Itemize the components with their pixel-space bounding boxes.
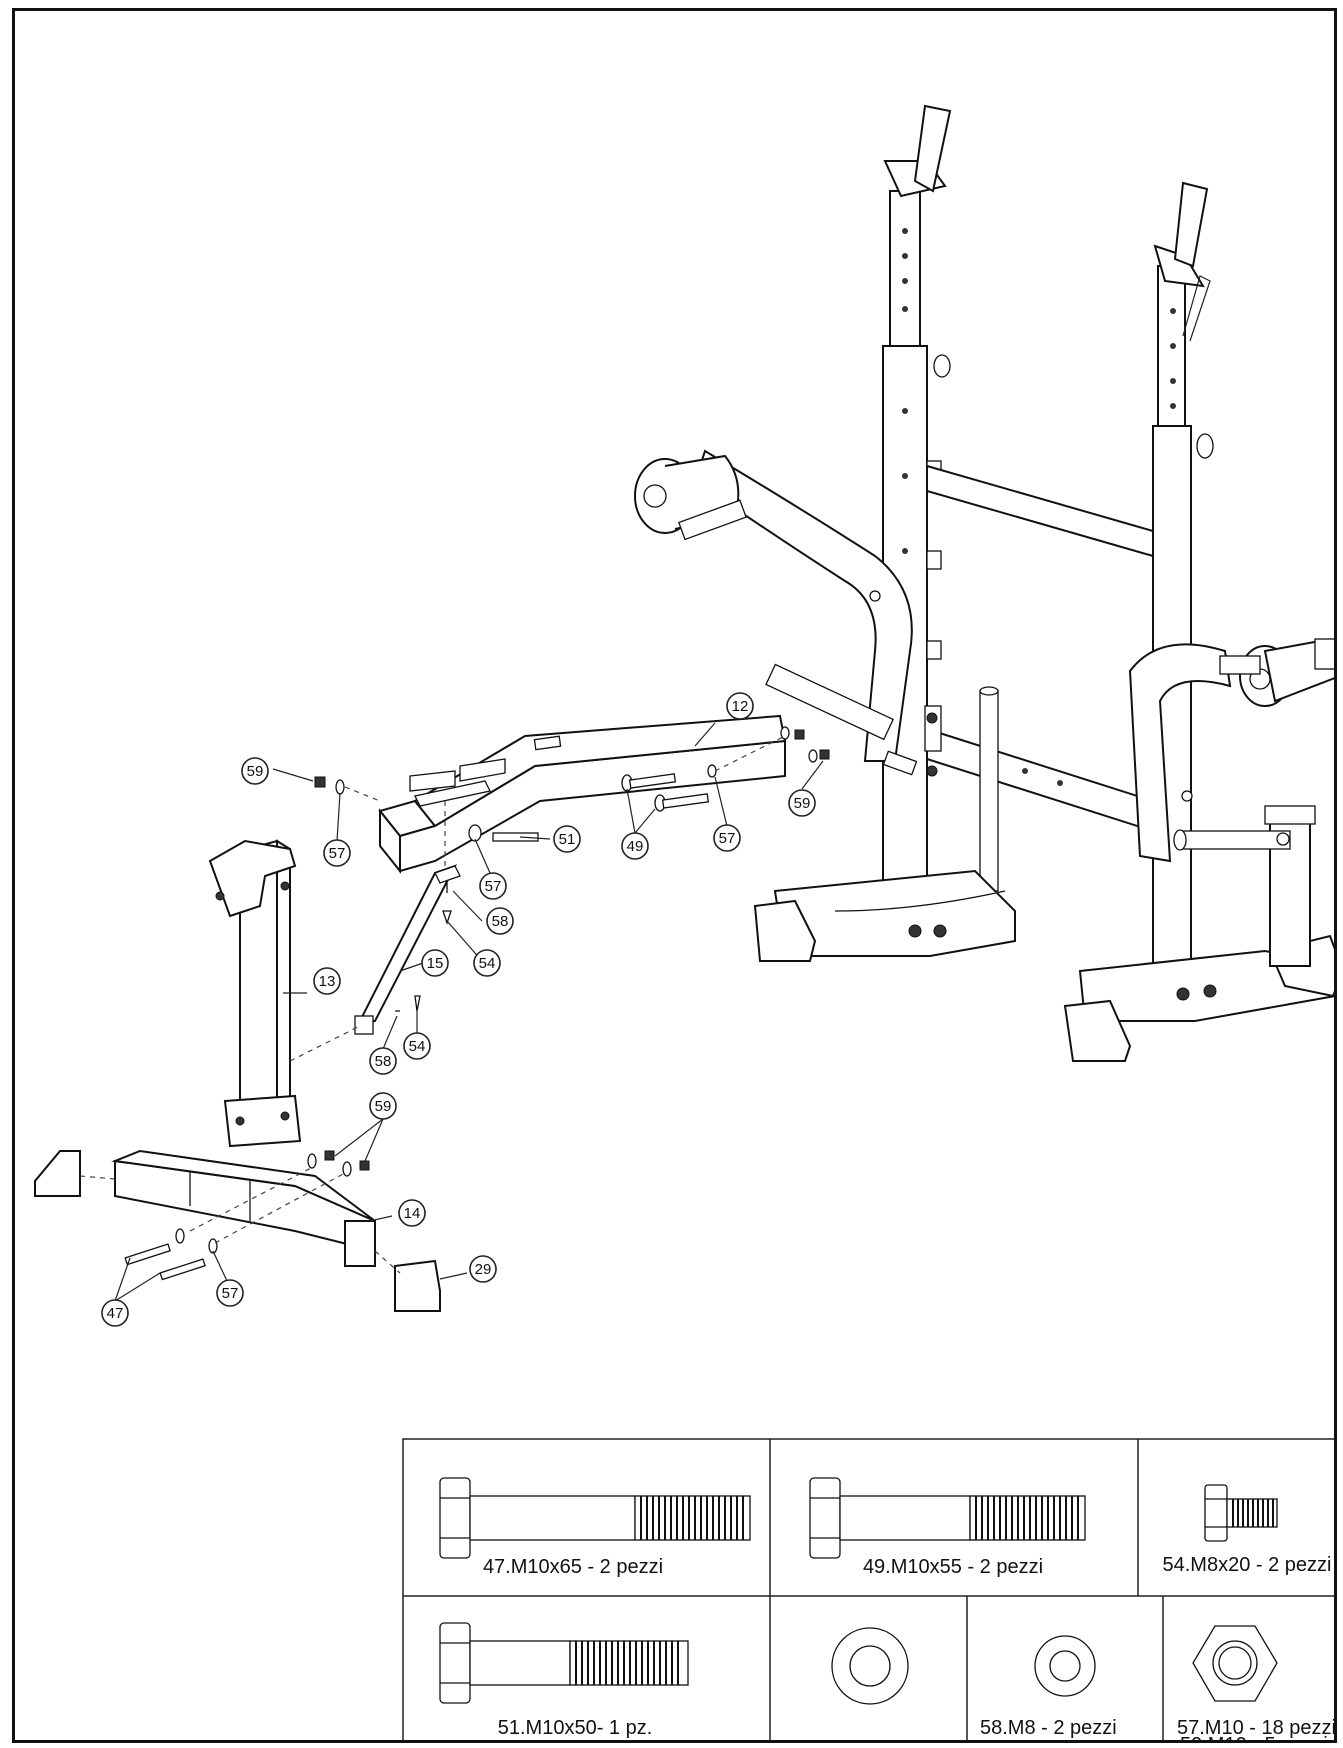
svg-text:58: 58: [375, 1053, 392, 1070]
svg-text:58: 58: [492, 913, 509, 930]
svg-text:14: 14: [404, 1205, 421, 1222]
svg-text:12: 12: [732, 698, 749, 715]
part-12-bench-beam: [378, 714, 787, 874]
part-13-front-upright: [208, 839, 302, 1148]
callout-58: 58: [486, 907, 514, 935]
label-hardware-51: 51.M10x50- 1 pz.: [498, 1717, 653, 1739]
svg-text:57: 57: [329, 845, 346, 862]
washer-58-illustration: [1034, 1635, 1096, 1697]
callout-58: 58: [369, 1047, 397, 1075]
assembly-diagram-frame: 12 59 57 51 57 49 57 59 58 54 15 13 58 5…: [12, 8, 1337, 1743]
nut-59-illustration: [1192, 1625, 1278, 1702]
svg-text:47: 47: [107, 1305, 124, 1322]
hardware-bolts-nuts: [124, 726, 830, 1281]
callout-49: 49: [621, 832, 649, 860]
svg-text:51: 51: [559, 831, 576, 848]
part-29-end-caps: [34, 1150, 441, 1312]
label-hardware-47: 47.M10x65 - 2 pezzi: [483, 1556, 663, 1578]
exploded-assembly-diagram: 12 59 57 51 57 49 57 59 58 54 15 13 58 5…: [34, 104, 1336, 1743]
svg-text:59: 59: [794, 795, 811, 812]
callout-15: 15: [421, 949, 449, 977]
callout-47: 47: [101, 1299, 129, 1327]
svg-text:15: 15: [427, 955, 444, 972]
part-14-front-foot: [111, 1149, 376, 1267]
callout-51: 51: [553, 825, 581, 853]
label-hardware-59: 59.M10 - 5 pezzi: [1180, 1734, 1328, 1743]
part-callouts: 12 59 57 51 57 49 57 59 58 54 15 13 58 5…: [101, 692, 824, 1327]
bolt-51-illustration: [439, 1622, 689, 1704]
callout-59: 59: [788, 789, 816, 817]
bolt-47-illustration: [439, 1477, 751, 1559]
callout-54: 54: [403, 1032, 431, 1060]
bolt-54-illustration: [1204, 1484, 1278, 1542]
svg-text:57: 57: [222, 1285, 239, 1302]
callout-57: 57: [713, 824, 741, 852]
svg-text:57: 57: [719, 830, 736, 847]
svg-text:54: 54: [479, 955, 496, 972]
label-hardware-54: 54.M8x20 - 2 pezzi: [1163, 1554, 1332, 1576]
svg-text:13: 13: [319, 973, 336, 990]
callout-59: 59: [241, 757, 269, 785]
svg-text:54: 54: [409, 1038, 426, 1055]
callout-59: 59: [369, 1092, 397, 1120]
exploded-guide-lines: [79, 735, 786, 1274]
callout-29: 29: [469, 1255, 497, 1283]
svg-text:57: 57: [485, 878, 502, 895]
svg-text:49: 49: [627, 838, 644, 855]
washer-57-illustration: [831, 1627, 909, 1705]
part-15-brace: [354, 864, 461, 1035]
svg-text:59: 59: [375, 1098, 392, 1115]
svg-text:59: 59: [247, 763, 264, 780]
callout-14: 14: [398, 1199, 426, 1227]
callout-57: 57: [479, 872, 507, 900]
label-hardware-49: 49.M10x55 - 2 pezzi: [863, 1556, 1043, 1578]
label-hardware-57: 57.M10 - 18 pezzi: [1177, 1717, 1336, 1739]
bolt-49-illustration: [809, 1477, 1086, 1559]
svg-text:29: 29: [475, 1261, 492, 1278]
label-hardware-58: 58.M8 - 2 pezzi: [980, 1717, 1117, 1739]
callout-57: 57: [323, 839, 351, 867]
callout-12: 12: [726, 692, 754, 720]
hardware-table: 47.M10x65 - 2 pezzi 49.M10x55 - 2 pezzi …: [402, 1438, 1336, 1743]
assembled-squat-rack: [634, 104, 1334, 1062]
callout-13: 13: [313, 967, 341, 995]
callout-57: 57: [216, 1279, 244, 1307]
callout-54: 54: [473, 949, 501, 977]
